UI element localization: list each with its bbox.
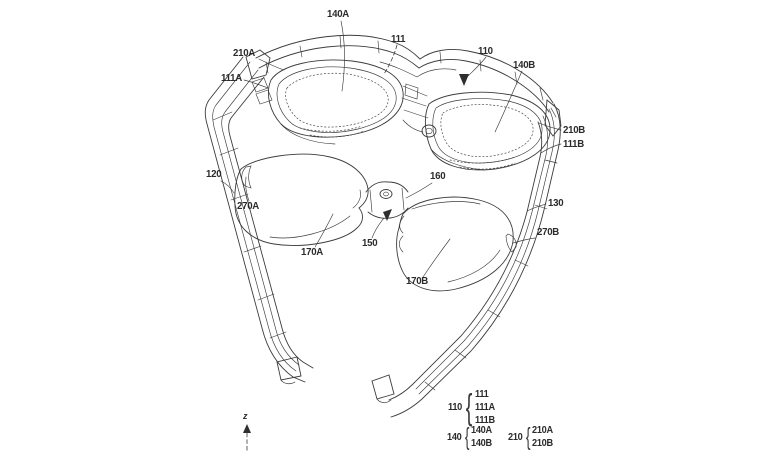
legend-brace-icon: { xyxy=(464,422,470,451)
leader-111B xyxy=(540,143,562,154)
outer-frame-left-rim xyxy=(268,59,404,145)
leader-270B xyxy=(512,237,536,244)
leader-110-arrowhead xyxy=(459,74,469,86)
legend-parent-110: 110 xyxy=(448,402,463,413)
ref-label-130: 130 xyxy=(548,197,564,209)
ref-label-170B: 170B xyxy=(406,275,428,287)
ref-label-140B: 140B xyxy=(513,59,535,71)
legend-group-140: 140 { 140A 140B xyxy=(447,424,494,450)
ref-label-111A: 111A xyxy=(221,72,242,84)
legend-parent-210: 210 xyxy=(508,431,523,443)
ref-label-210B: 210B xyxy=(563,124,585,136)
ref-label-120: 120 xyxy=(206,168,222,180)
ref-label-170A: 170A xyxy=(301,246,323,258)
right-hinge-corner xyxy=(544,99,562,137)
inner-lens-right xyxy=(396,196,514,292)
legend-brace-icon: { xyxy=(465,386,473,428)
leader-150 xyxy=(371,217,385,239)
ref-label-140A: 140A xyxy=(327,8,349,20)
ref-label-110: 110 xyxy=(478,45,493,57)
outer-frame-bridge xyxy=(401,83,437,138)
legend-item-111B: 111B xyxy=(475,415,496,426)
inner-frame-right-clip xyxy=(505,233,517,253)
legend-item-140B: 140B xyxy=(471,438,493,449)
leader-120 xyxy=(220,180,235,194)
z-axis-marker xyxy=(243,424,251,452)
leader-170B xyxy=(422,238,451,278)
leader-140B xyxy=(494,70,523,133)
leader-170A xyxy=(314,213,334,248)
ref-label-210A: 210A xyxy=(233,47,255,59)
legend-parent-140: 140 xyxy=(447,431,462,443)
leader-150-arrowhead xyxy=(383,209,392,221)
leader-140A xyxy=(340,20,345,92)
inner-frame-left-clip xyxy=(241,165,252,189)
z-axis-label: z xyxy=(243,411,248,421)
ref-label-111: 111 xyxy=(391,33,406,45)
ref-label-150: 150 xyxy=(362,237,378,249)
leader-lines xyxy=(220,20,562,278)
legend-brace-icon: { xyxy=(525,422,531,451)
legend-group-110: 110 { 111 111A 111B xyxy=(448,388,497,427)
leader-130 xyxy=(526,203,547,212)
leader-210A xyxy=(258,58,285,71)
right-temple xyxy=(371,103,561,418)
legend-item-140A: 140A xyxy=(471,425,493,436)
leader-210B xyxy=(538,122,562,131)
inner-bridge xyxy=(365,181,409,219)
leader-110 xyxy=(466,56,487,78)
leader-111A xyxy=(243,79,269,89)
legend-item-210A: 210A xyxy=(532,425,554,436)
leader-111 xyxy=(383,44,398,75)
inner-lens-left xyxy=(234,153,369,246)
z-axis-arrowhead xyxy=(243,424,251,433)
left-temple xyxy=(204,56,314,385)
leader-270A xyxy=(245,176,250,202)
legend-item-111A: 111A xyxy=(475,402,496,413)
legend-item-111: 111 xyxy=(475,389,489,400)
ref-label-111B: 111B xyxy=(563,138,584,150)
legend-group-210: 210 { 210A 210B xyxy=(508,424,555,450)
ref-label-270B: 270B xyxy=(537,226,559,238)
legend-item-210B: 210B xyxy=(532,438,554,449)
ref-label-160: 160 xyxy=(430,170,446,182)
outer-frame-right-rim xyxy=(424,91,551,171)
leader-160 xyxy=(405,182,433,199)
ref-label-270A: 270A xyxy=(237,200,259,212)
outer-frame-brow-bar xyxy=(255,34,554,113)
